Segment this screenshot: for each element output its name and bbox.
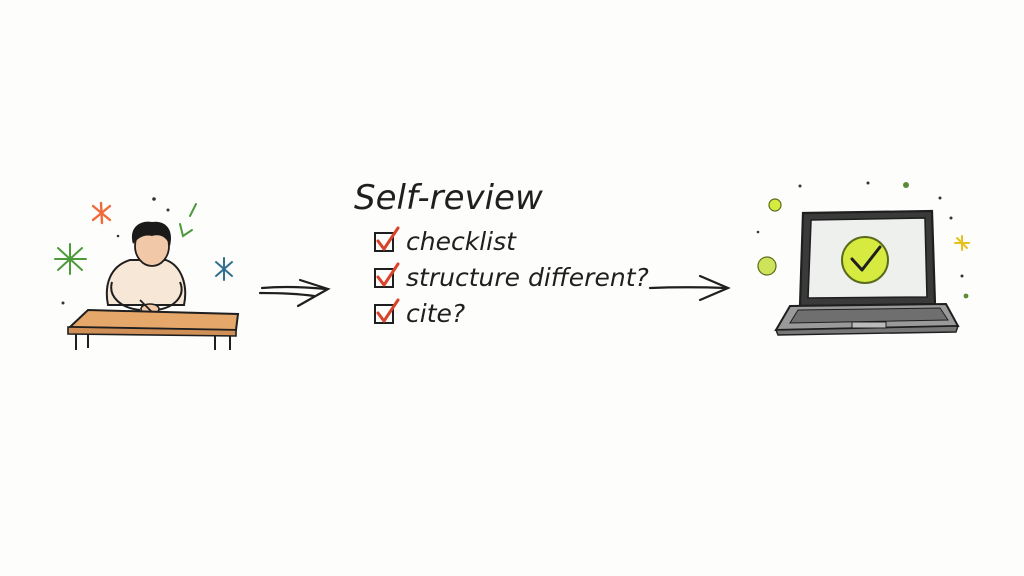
person-hair	[131, 221, 172, 246]
checked-box-icon	[374, 304, 394, 324]
checklist-item: cite?	[374, 298, 465, 328]
laptop-with-checkmark-icon	[756, 181, 970, 336]
checked-box-icon	[374, 232, 394, 252]
arrow-right-icon	[648, 274, 731, 302]
arrow-right-icon	[258, 278, 331, 308]
checklist-item-label: checklist	[406, 227, 517, 256]
checked-box-icon	[374, 268, 394, 288]
sparkle-orange-icon	[91, 201, 112, 225]
person-writing-at-desk-icon	[54, 197, 240, 350]
checklist-item: structure different?	[374, 262, 649, 292]
checklist-title: Self-review	[354, 178, 543, 218]
check-badge-icon	[841, 236, 889, 284]
checklist-item-label: structure different?	[406, 263, 649, 292]
sparkle-yellow-icon	[954, 235, 970, 251]
self-review-checklist: Self-review checklist structure differen…	[354, 178, 649, 328]
sparkle-green-icon	[54, 243, 87, 275]
checklist-item-label: cite?	[406, 299, 465, 328]
sparkle-dot	[768, 198, 782, 212]
tick-mark-green-icon	[179, 203, 197, 238]
person-shirt	[105, 259, 187, 306]
checklist-item: checklist	[374, 226, 517, 256]
checkmark-red-icon	[376, 298, 400, 323]
sparkle-blue-icon	[215, 257, 233, 281]
checkmark-icon	[850, 245, 882, 272]
sparkle-dot	[757, 256, 777, 276]
checkmark-red-icon	[376, 262, 400, 287]
laptop-trackpad	[851, 321, 887, 329]
checkmark-red-icon	[376, 226, 400, 251]
